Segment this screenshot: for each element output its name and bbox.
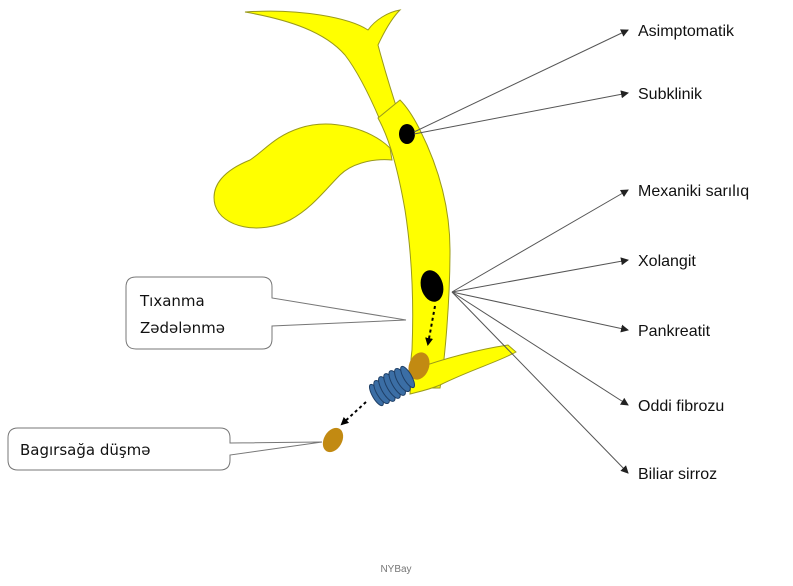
- callout-obstruction: Tıxanma Zədələnmə: [126, 277, 406, 349]
- label-subklinik: Subklinik: [638, 86, 703, 103]
- callout-intestine: Bagırsağa düşmə: [8, 428, 322, 470]
- gallbladder: [214, 124, 392, 228]
- stone-brown-intestine: [319, 424, 348, 456]
- label-pankreatit: Pankreatit: [638, 323, 711, 340]
- label-oddi-fibrozu: Oddi fibrozu: [638, 398, 724, 415]
- common-bile-duct: [378, 100, 450, 388]
- label-biliar-sirroz: Biliar sirroz: [638, 466, 717, 483]
- callout-obstruction-line1: Tıxanma: [139, 292, 205, 310]
- lower-stone-pointers: [452, 190, 628, 473]
- label-xolangit: Xolangit: [638, 253, 696, 270]
- stone-upper: [399, 124, 415, 144]
- callout-intestine-text: Bagırsağa düşmə: [20, 441, 151, 459]
- hepatic-duct-left: [245, 10, 400, 120]
- watermark: NYBay: [380, 564, 411, 575]
- callout-obstruction-line2: Zədələnmə: [140, 319, 225, 337]
- passage-arrow: [342, 402, 366, 424]
- label-mexaniki-sariliq: Mexaniki sarılıq: [638, 183, 749, 200]
- label-asimptomatik: Asimptomatik: [638, 23, 735, 40]
- upper-stone-pointers: [414, 30, 628, 134]
